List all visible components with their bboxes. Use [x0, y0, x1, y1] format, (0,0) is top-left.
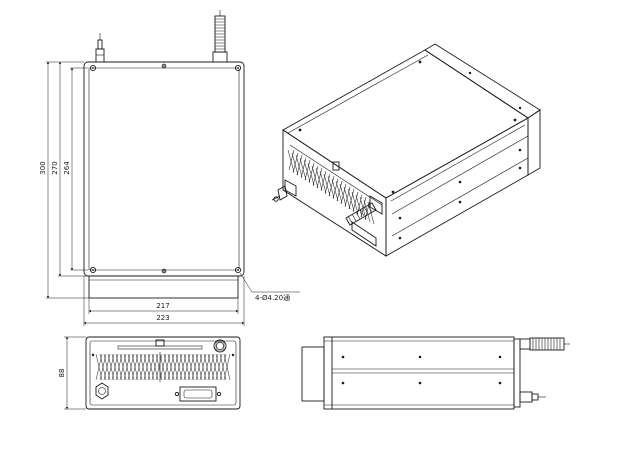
dim-270-label: 270 — [51, 161, 59, 174]
iso-top-face — [282, 49, 529, 199]
iso-side-face — [385, 117, 529, 257]
front-view-inner-outline — [88, 67, 240, 271]
side-view-right-plate — [513, 338, 521, 408]
isometric-view — [271, 43, 541, 257]
front-view: 300 270 264 217 223 4-Ø4.20通 — [39, 10, 300, 326]
iso-front-grille — [287, 144, 383, 225]
front-view-screws — [89, 63, 242, 274]
iso-side-screws — [398, 148, 522, 240]
end-view-dsub-connector — [174, 386, 222, 402]
front-view-fiber-cable — [212, 10, 228, 63]
end-view-grille — [95, 352, 231, 382]
iso-back-panel — [424, 43, 541, 119]
end-view-round-connector — [213, 339, 227, 353]
front-view-body — [83, 61, 245, 277]
iso-front-block — [332, 161, 340, 171]
end-view-fitting — [95, 382, 109, 400]
side-view-fiber-cable — [519, 337, 570, 351]
end-view-height-dimension: 88 — [58, 336, 86, 410]
end-view-body — [85, 336, 241, 410]
side-view-left-flange — [301, 346, 325, 402]
mount-hole-callout: 4-Ø4.20通 — [239, 272, 300, 302]
iso-fiber-cable — [345, 195, 383, 226]
mount-hole-label: 4-Ø4.20通 — [255, 293, 290, 302]
dim-88-label: 88 — [58, 369, 66, 378]
front-view-height-dimensions: 300 270 264 — [39, 61, 89, 299]
side-view-bottom-connector — [519, 391, 546, 403]
front-view-bottom-flange — [88, 275, 239, 299]
front-view-left-connector — [95, 33, 105, 63]
side-view — [301, 336, 570, 410]
dim-217-label: 217 — [156, 302, 169, 310]
iso-front-handle — [351, 221, 377, 247]
dim-223-label: 223 — [156, 314, 169, 322]
iso-left-connector — [271, 179, 297, 202]
front-view-width-dimensions: 217 223 — [83, 276, 245, 326]
end-view-latch — [155, 339, 165, 347]
end-view: 88 — [58, 336, 241, 410]
iso-top-screws — [298, 60, 522, 194]
side-view-screws — [341, 355, 502, 385]
end-view-slot — [117, 345, 203, 350]
dim-264-label: 264 — [63, 161, 71, 175]
dim-300-label: 300 — [39, 161, 47, 174]
